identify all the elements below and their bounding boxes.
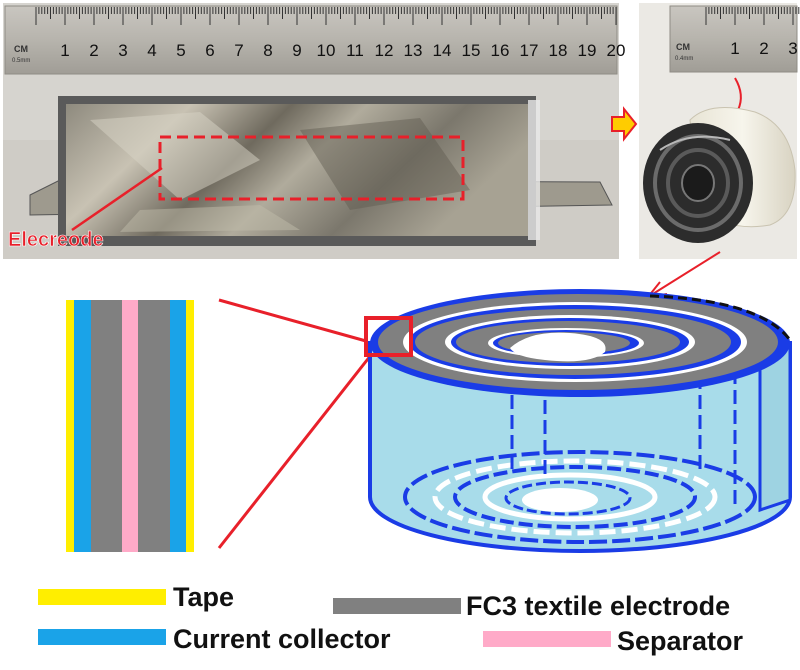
ruler-number: 4 — [147, 41, 156, 60]
ruler-number: 19 — [578, 41, 597, 60]
ruler-unit-label: CM — [676, 42, 690, 52]
photo-to-diagram-line — [647, 251, 721, 298]
outer-layer-edge — [649, 294, 792, 341]
stack-layer-current-collector — [170, 300, 186, 552]
ruler-number: 18 — [549, 41, 568, 60]
electrode-callout-label: Elecreode — [8, 229, 104, 251]
legend-label-current-collector: Current collector — [173, 624, 391, 654]
bottom-spiral — [403, 450, 757, 544]
ruler-sub-label: 0.4mm — [675, 56, 693, 62]
legend: Tape FC3 textile electrode Current colle… — [38, 582, 744, 656]
stack-layer-tape — [186, 300, 194, 552]
ruler-number: 1 — [60, 41, 69, 60]
ruler-number: 5 — [176, 41, 185, 60]
ruler-number: 3 — [788, 39, 797, 58]
wire — [734, 77, 742, 111]
ruler-sub-label: 0.5mm — [12, 58, 30, 64]
ruler-unit-label: CM — [14, 44, 28, 54]
legend-swatch-current-collector — [38, 629, 166, 645]
right-arrow-icon — [611, 106, 638, 142]
zoom-line-bottom — [217, 354, 373, 549]
legend-swatch-separator — [483, 631, 611, 647]
stack-layer-current-collector — [74, 300, 91, 552]
ruler-number: 16 — [491, 41, 510, 60]
electrode-strip — [29, 96, 613, 246]
legend-label-separator: Separator — [617, 626, 744, 656]
ruler-number: 14 — [433, 41, 452, 60]
ruler-number: 15 — [462, 41, 481, 60]
ruler-number: 3 — [118, 41, 127, 60]
legend-swatch-electrode — [333, 598, 461, 614]
ruler-number: 17 — [520, 41, 539, 60]
ruler-number: 12 — [375, 41, 394, 60]
legend-label-electrode: FC3 textile electrode — [466, 591, 730, 621]
stack-layer-electrode — [91, 300, 122, 552]
ruler-number: 20 — [607, 41, 626, 60]
ruler-number: 11 — [346, 41, 364, 60]
ruler-number: 9 — [292, 41, 301, 60]
callout-leader-line — [71, 166, 163, 232]
legend-label-tape: Tape — [173, 582, 234, 612]
ruler-number: 1 — [730, 39, 739, 58]
spiral-core — [510, 332, 606, 362]
ruler-number: 7 — [234, 41, 243, 60]
stack-layer-electrode — [138, 300, 170, 552]
stack-layer-tape — [66, 300, 74, 552]
ruler-number: 2 — [89, 41, 98, 60]
ruler-number: 13 — [404, 41, 423, 60]
ruler-number: 2 — [759, 39, 768, 58]
zoom-highlight-box — [364, 316, 413, 357]
stack-layer-separator — [122, 300, 138, 552]
zoom-line-top — [218, 298, 367, 343]
layer-stack-cross-section — [66, 300, 194, 552]
cylinder-side-wall — [368, 341, 792, 553]
ruler-number: 8 — [263, 41, 272, 60]
legend-swatch-tape — [38, 589, 166, 605]
ruler-number: 6 — [205, 41, 214, 60]
rolled-cell-schematic — [364, 289, 792, 553]
ruler-number: 10 — [317, 41, 336, 60]
